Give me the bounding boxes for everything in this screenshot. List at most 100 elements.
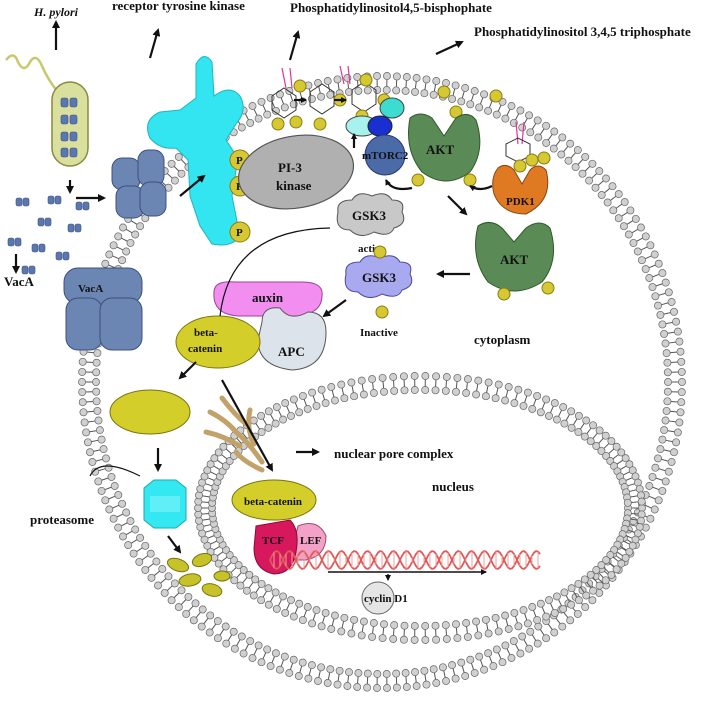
nuclear-membrane-lipid-head <box>635 484 644 493</box>
nuclear-membrane-lipid-head <box>617 559 626 568</box>
cell-membrane-lipid-head <box>114 523 123 532</box>
cell-membrane-lipid-head <box>573 609 582 618</box>
cell-membrane-lipid-head <box>516 649 525 658</box>
nuclear-membrane-lipid-tail <box>321 615 326 624</box>
nuclear-membrane-lipid-head <box>421 386 430 394</box>
cell-membrane-lipid-head <box>631 214 640 223</box>
cell-membrane-lipid-head <box>420 89 429 98</box>
nuclear-membrane-lipid-head <box>550 608 559 617</box>
cell-membrane-lipid-tail <box>405 675 408 685</box>
cell-membrane-lipid-head <box>656 310 665 319</box>
cell-membrane-lipid-tail <box>651 486 660 491</box>
nuclear-membrane-lipid-head <box>442 373 451 381</box>
nuclear-membrane-lipid-tail <box>523 395 528 404</box>
cell-membrane-lipid-tail <box>280 96 285 105</box>
cell-membrane-lipid-head <box>136 222 145 231</box>
cell-membrane-lipid-tail <box>120 522 129 527</box>
nuclear-membrane-lipid-tail <box>341 387 345 396</box>
svg-text:P: P <box>236 155 243 167</box>
cell-membrane-lipid-head <box>237 632 246 641</box>
nuclear-membrane-lipid-head <box>637 497 646 506</box>
nuclear-membrane-lipid-tail <box>612 453 620 460</box>
cell-membrane-lipid-tail <box>609 195 617 202</box>
cell-membrane-lipid-head <box>672 317 681 326</box>
nuclear-membrane-lipid-tail <box>382 627 385 636</box>
nuclear-membrane-lipid-tail <box>277 598 283 607</box>
cell-membrane-lipid-head <box>595 167 604 176</box>
cell-membrane-lipid-head <box>392 72 401 81</box>
cytoplasm-label: cytoplasm <box>474 332 531 347</box>
cell-membrane-lipid-tail <box>327 83 331 92</box>
cell-membrane-lipid-tail <box>116 513 124 518</box>
nuclear-membrane-lipid-head <box>257 596 266 605</box>
nuclear-membrane-lipid-tail <box>549 405 555 414</box>
nuclear-membrane-lipid-tail <box>465 625 469 634</box>
cell-membrane-lipid-head <box>664 467 673 476</box>
nuclear-membrane-lipid-head <box>510 399 519 408</box>
nuclear-membrane-lipid-tail <box>445 379 448 388</box>
cell-membrane-lipid-head <box>597 191 606 199</box>
cell-membrane-lipid-head <box>451 674 460 683</box>
nuclear-membrane-lipid-head <box>533 616 542 625</box>
cell-membrane-lipid-head <box>92 378 100 386</box>
cell-membrane-lipid-tail <box>253 108 258 117</box>
nuclear-membrane-lipid-head <box>271 588 280 597</box>
cell-membrane-lipid-head <box>480 665 489 674</box>
cell-membrane-lipid-head <box>677 357 686 366</box>
cell-membrane-lipid-head <box>289 655 298 664</box>
nuclear-membrane-lipid-head <box>628 541 637 550</box>
cell-membrane-lipid-tail <box>488 100 493 109</box>
cell-membrane-lipid-head <box>129 549 138 558</box>
cell-membrane-lipid-tail <box>405 79 408 89</box>
nuclear-membrane-lipid-head <box>210 454 219 463</box>
cell-membrane-lipid-head <box>221 622 230 631</box>
nuclear-membrane-lipid-tail <box>203 523 212 527</box>
nuclear-membrane-lipid-head <box>287 411 295 420</box>
cell-membrane-lipid-tail <box>615 555 623 561</box>
nuclear-membrane-lipid-tail <box>514 392 519 401</box>
cell-membrane-lipid-head <box>442 677 450 685</box>
cell-membrane-lipid-head <box>326 665 335 674</box>
cell-membrane-lipid-head <box>438 663 447 672</box>
cell-membrane-lipid-tail <box>173 165 180 172</box>
vaca-channel <box>63 267 143 351</box>
nuclear-membrane-lipid-head <box>421 636 430 644</box>
nuclear-membrane-lipid-tail <box>225 448 233 455</box>
nuclear-membrane-lipid-head <box>481 615 490 624</box>
nuclear-membrane-lipid-tail <box>514 615 519 624</box>
nuclear-membrane-lipid-tail <box>371 382 375 391</box>
nuclear-membrane-lipid-head <box>236 581 245 590</box>
cell-membrane-lipid-head <box>158 565 167 573</box>
nuclear-membrane-lipid-tail <box>303 398 308 407</box>
cell-membrane-lipid-head <box>229 627 238 636</box>
cell-membrane-lipid-tail <box>651 273 660 278</box>
cell-membrane-lipid-head <box>432 77 441 85</box>
cell-membrane-lipid-head <box>167 159 176 168</box>
cell-membrane-lipid-tail <box>173 592 180 599</box>
cell-membrane-lipid-head <box>92 368 101 377</box>
cell-membrane-lipid-tail <box>262 651 267 660</box>
nuclear-membrane-lipid-head <box>287 596 295 605</box>
cell-membrane-lipid-tail <box>539 128 545 136</box>
svg-text:mTORC2: mTORC2 <box>362 150 409 162</box>
nuclear-membrane-lipid-head <box>378 373 387 382</box>
nuclear-membrane-lipid-head <box>552 415 561 424</box>
pip3-label: Phosphatidylinositol 3,4,5 triphosphate <box>474 24 691 39</box>
cell-membrane-lipid-head <box>147 573 156 582</box>
cell-membrane-lipid-head <box>198 605 207 614</box>
cell-membrane-lipid-tail <box>262 104 267 113</box>
nuclear-membrane-lipid-tail <box>579 586 585 594</box>
cell-membrane-lipid-head <box>667 298 676 306</box>
nuclear-membrane-lipid-tail <box>201 518 210 521</box>
nuclear-membrane-lipid-tail <box>204 483 213 487</box>
nuclear-membrane-lipid-tail <box>312 612 317 621</box>
cell-membrane-lipid-head <box>257 97 266 106</box>
nuclear-membrane-lipid-tail <box>201 501 210 504</box>
cell-membrane-lipid-head <box>373 684 381 692</box>
cell-membrane-lipid-head <box>104 463 113 472</box>
svg-text:catenin: catenin <box>188 343 222 355</box>
cell-membrane-lipid-head <box>422 680 431 689</box>
nuclear-membrane-lipid-tail <box>630 495 639 498</box>
nuclear-membrane-lipid-tail <box>220 556 228 563</box>
cell-membrane-lipid-tail <box>100 477 109 481</box>
